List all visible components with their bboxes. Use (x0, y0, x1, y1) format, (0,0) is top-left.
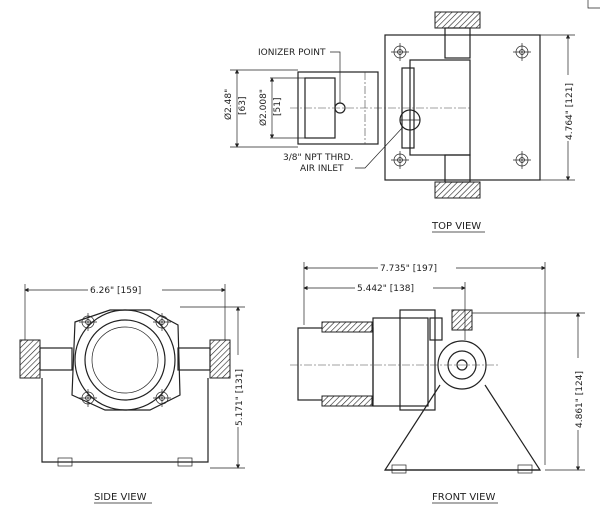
side-view-title: SIDE VIEW (94, 492, 147, 503)
side-height-dim: 5.171" [131] (235, 369, 245, 426)
top-flange (434, 11, 481, 29)
air-inlet-thread-label: 3/8" NPT THRD. (283, 153, 353, 163)
top-view: IONIZER POINT 3/8" NPT THRD. AIR INLET Ø… (223, 11, 575, 233)
air-inlet-label: AIR INLET (300, 164, 344, 174)
bolt-hole-icon (390, 42, 410, 62)
left-flange (19, 339, 41, 379)
support-stand (383, 384, 542, 471)
top-height-dim: 4.764" [121] (565, 83, 575, 140)
bolt-hole-icon (512, 150, 532, 170)
front-view-title: FRONT VIEW (432, 492, 495, 503)
front-cylinder (297, 327, 374, 401)
front-height-dim: 4.861" [124] (575, 371, 585, 428)
bolt-hole-icon (390, 150, 410, 170)
sheet-corner-mark (587, 0, 600, 9)
inner-diameter-mm: [51] (273, 98, 283, 116)
ionizer-point-label: IONIZER POINT (258, 48, 326, 58)
outer-diameter-dim: Ø2.48" (223, 89, 234, 120)
side-width-dim: 6.26" [159] (90, 286, 141, 296)
mounting-plate (384, 34, 541, 181)
right-flange (209, 339, 231, 379)
front-overall-dim: 7.735" [197] (380, 264, 437, 274)
front-view: 7.735" [197] 5.442" [138] 4.861" [124] F… (290, 260, 585, 504)
handle (41, 378, 209, 463)
front-partial-dim: 5.442" [138] (357, 284, 414, 294)
outer-diameter-mm: [63] (238, 97, 248, 115)
bottom-flange (434, 181, 481, 199)
bolt-hole-icon (512, 42, 532, 62)
top-view-title: TOP VIEW (431, 221, 481, 232)
inner-diameter-dim: Ø2.008" (258, 89, 269, 126)
side-view: 6.26" [159] 5.171" [131] SIDE VIEW (19, 282, 245, 504)
